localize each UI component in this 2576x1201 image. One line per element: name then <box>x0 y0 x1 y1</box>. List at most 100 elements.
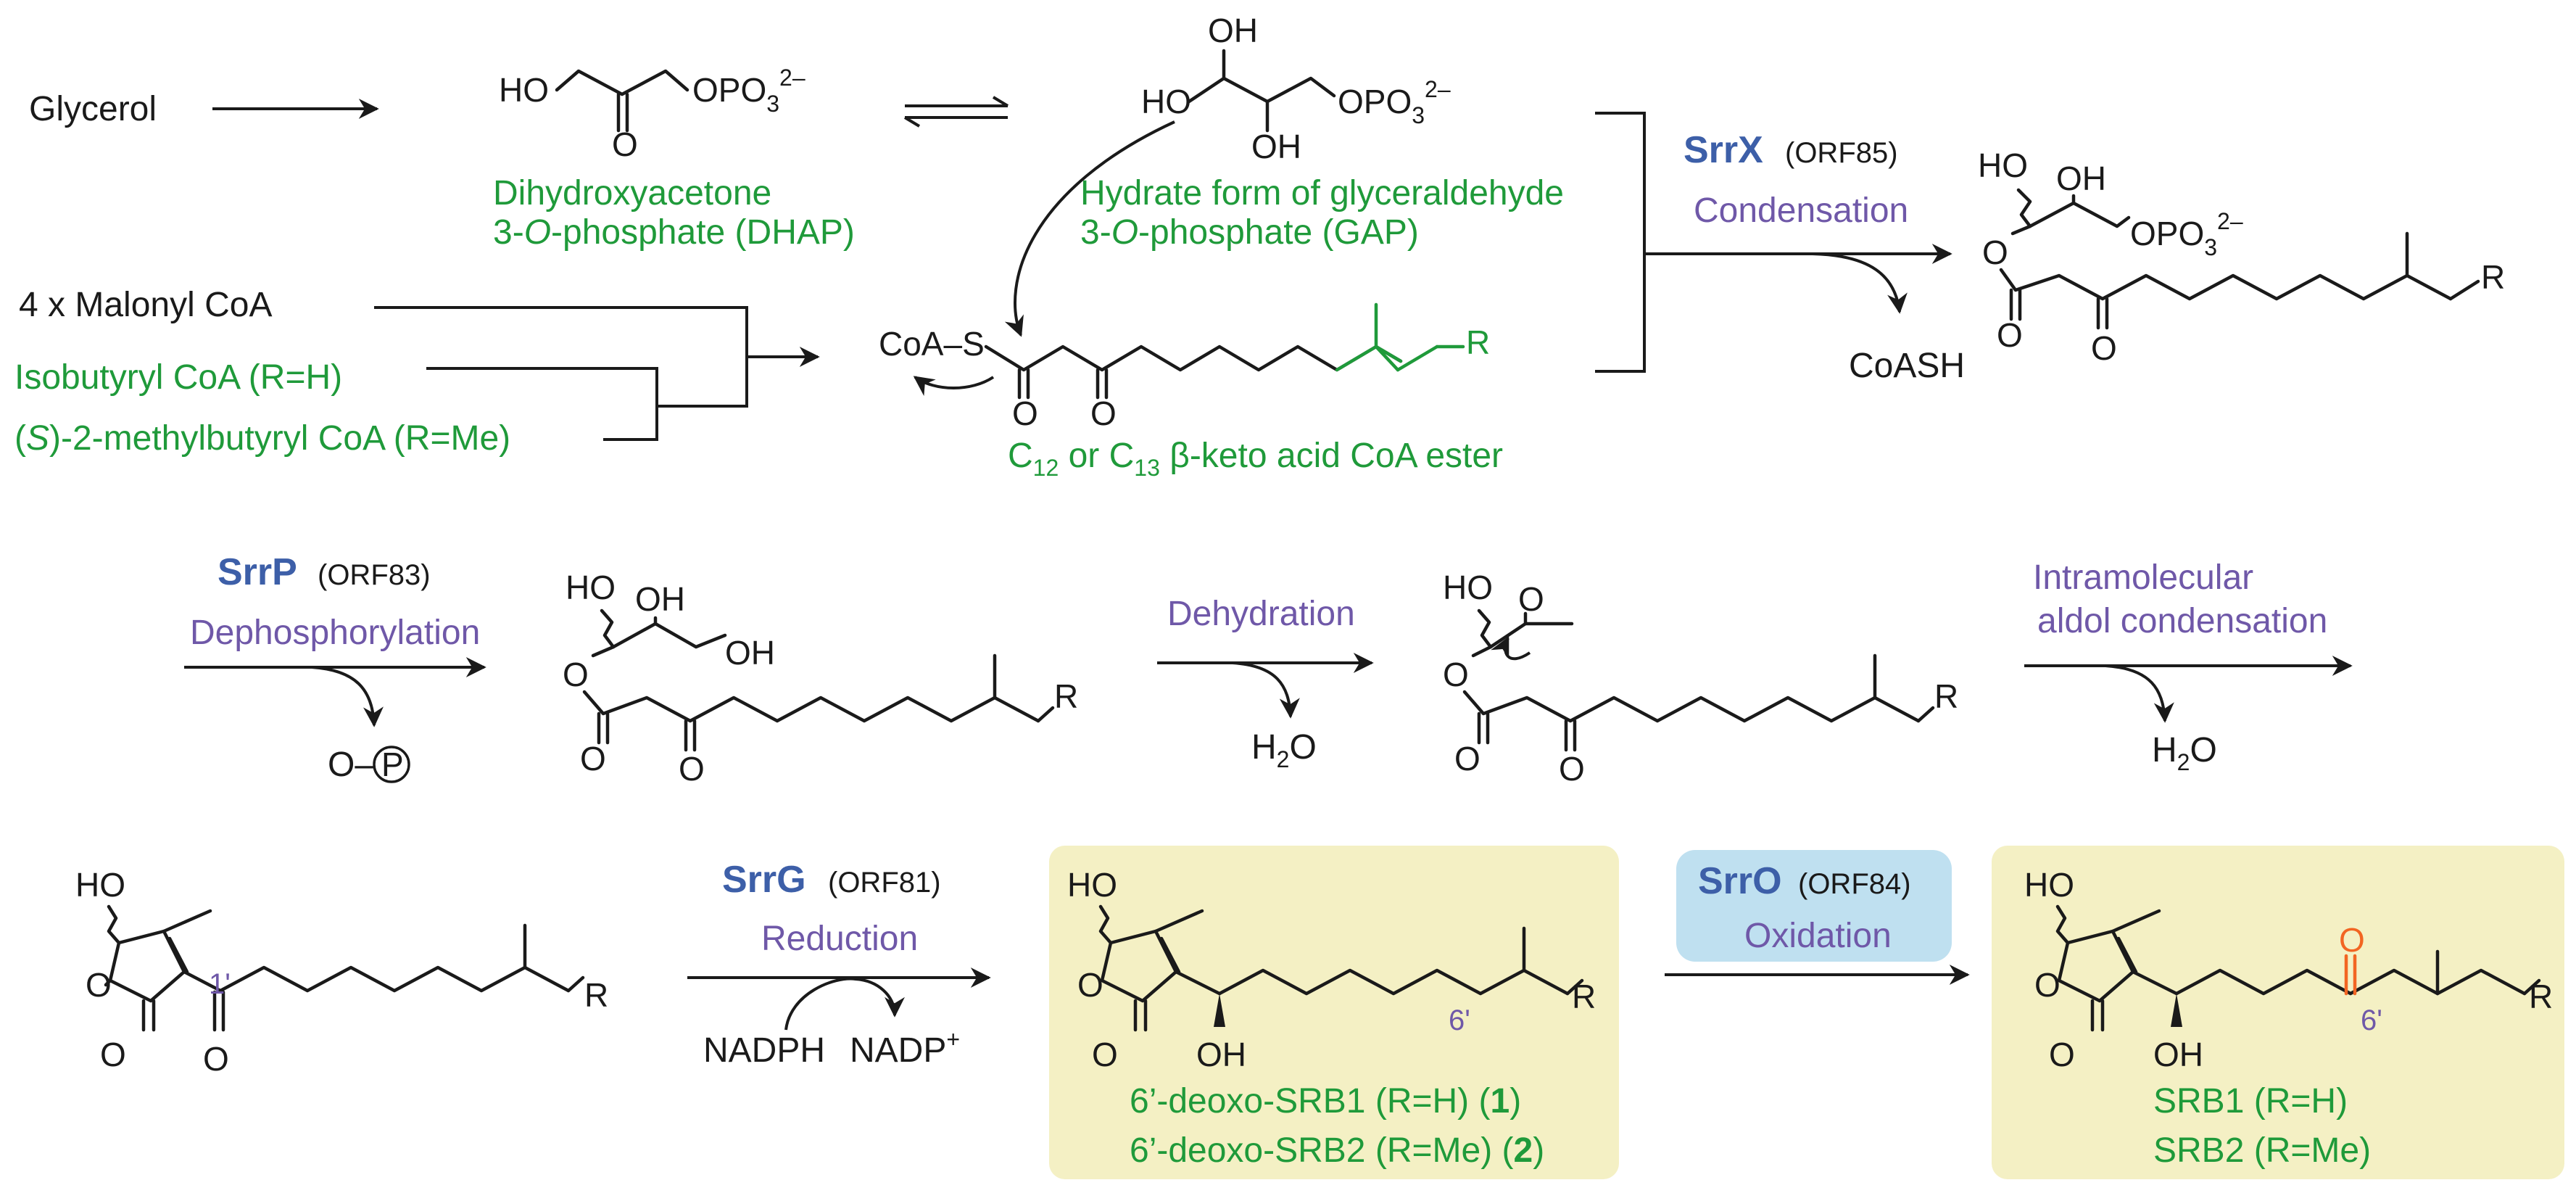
svg-text:O–: O– <box>328 746 374 784</box>
srrx-reaction: Condensation <box>1694 191 1908 230</box>
svg-text:OPO32–: OPO32– <box>692 65 805 117</box>
locant-1-prime: 1' <box>209 968 231 1000</box>
phosphate-byproduct: O– P <box>328 746 410 784</box>
condensation-product-structure: HO OH OPO32– O R O O <box>1978 146 2505 367</box>
svg-text:OH: OH <box>1208 12 1258 49</box>
coash-byproduct: CoASH <box>1849 347 1965 385</box>
beta-keto-coa-ester-structure: CoA–S R O O <box>879 302 1490 432</box>
srro-highlight-box <box>1676 850 1952 962</box>
svg-text:O: O <box>1454 740 1480 777</box>
svg-text:O: O <box>100 1036 126 1073</box>
srrx-orf: (ORF85) <box>1785 137 1898 169</box>
svg-text:OPO32–: OPO32– <box>1338 76 1451 128</box>
svg-text:R: R <box>1572 978 1596 1015</box>
svg-text:O: O <box>612 125 638 163</box>
srro-enzyme-name: SrrO <box>1698 860 1782 902</box>
svg-text:HO: HO <box>499 71 549 109</box>
svg-text:O: O <box>2034 966 2061 1004</box>
svg-text:HO: HO <box>1141 83 1191 120</box>
dhap-label-line2: 3-O-phosphate (DHAP) <box>493 213 855 252</box>
locant-6-prime-srb: 6' <box>2361 1004 2382 1036</box>
isobutyryl-coa-label: Isobutyryl CoA (R=H) <box>15 358 342 397</box>
gap-label-line1: Hydrate form of glyceraldehyde <box>1080 174 1564 212</box>
srro-reaction: Oxidation <box>1744 917 1892 955</box>
locant-6-prime-deoxo: 6' <box>1449 1004 1470 1036</box>
srrg-orf: (ORF81) <box>828 867 941 899</box>
gap-to-thioester-curved-arrow <box>1004 120 1175 337</box>
nadp-label: NADP+ <box>850 1026 960 1070</box>
dhap-structure: HO O OPO32– <box>499 65 805 163</box>
equilibrium-arrows <box>903 96 1009 128</box>
deoxo-srb-highlight-box <box>1049 846 1619 1179</box>
svg-text:O: O <box>1982 234 2008 271</box>
svg-text:O: O <box>563 656 589 693</box>
deoxo-srb2-label: 6’-deoxo-SRB2 (R=Me) (2) <box>1130 1131 1544 1170</box>
svg-text:O: O <box>1997 316 2023 354</box>
svg-text:HO: HO <box>2024 866 2074 904</box>
deoxo-srb-structure: HO O O OH R <box>1067 866 1596 1073</box>
gap-label-line2: 3-O-phosphate (GAP) <box>1080 213 1419 252</box>
aldol-reaction-line2: aldol condensation <box>2037 602 2327 640</box>
svg-text:OH: OH <box>1251 128 1301 165</box>
srrg-cofactor-arrow <box>784 977 905 1031</box>
water-byproduct-1: H2O <box>1251 728 1317 772</box>
dehydration-reaction: Dehydration <box>1167 595 1355 633</box>
srb2-label: SRB2 (R=Me) <box>2153 1131 2371 1170</box>
svg-text:P: P <box>381 746 404 783</box>
svg-text:HO: HO <box>566 569 616 606</box>
svg-text:R: R <box>584 976 608 1014</box>
svg-text:OPO32–: OPO32– <box>2130 208 2243 260</box>
srrg-reaction: Reduction <box>761 920 918 958</box>
svg-text:O: O <box>1077 966 1103 1004</box>
svg-text:O: O <box>2091 329 2117 367</box>
svg-text:O: O <box>679 750 705 788</box>
svg-text:O: O <box>1092 1036 1118 1073</box>
svg-text:O: O <box>580 740 606 777</box>
srrp-enzyme-name: SrrP <box>218 551 297 593</box>
srrp-reaction: Dephosphorylation <box>190 614 480 652</box>
svg-text:OH: OH <box>2153 1036 2203 1073</box>
svg-text:R: R <box>1466 323 1490 361</box>
svg-text:OH: OH <box>725 634 775 672</box>
svg-text:O: O <box>203 1040 229 1078</box>
stereo-wedge-2 <box>2171 994 2182 1027</box>
gap-hydrate-structure: OH HO OH OPO32– <box>1141 12 1451 165</box>
srrp-orf: (ORF83) <box>318 559 431 591</box>
svg-text:HO: HO <box>75 866 125 904</box>
aldol-reaction-line1: Intramolecular <box>2033 558 2253 597</box>
svg-text:R: R <box>2529 978 2553 1015</box>
svg-text:OH: OH <box>635 580 685 618</box>
svg-text:O: O <box>1012 395 1038 432</box>
srb-highlight-box <box>1992 846 2564 1179</box>
svg-text:R: R <box>1934 677 1958 715</box>
svg-text:O: O <box>1443 656 1469 693</box>
srb1-label: SRB1 (R=H) <box>2153 1082 2348 1120</box>
svg-text:OH: OH <box>2056 160 2106 197</box>
nadph-label: NADPH <box>703 1031 825 1070</box>
beta-keto-ester-label: C12 or C13 β-keto acid CoA ester <box>1008 437 1503 481</box>
srrp-side-arrow <box>311 666 384 727</box>
stereo-wedge-1 <box>1214 994 1225 1027</box>
svg-text:HO: HO <box>1978 146 2028 184</box>
svg-text:O: O <box>2339 921 2365 959</box>
svg-text:OH: OH <box>1196 1036 1246 1073</box>
malonyl-coa-label: 4 x Malonyl CoA <box>19 286 272 324</box>
enone-ester-structure: HO O O R O O <box>1443 569 1958 788</box>
svg-text:HO: HO <box>1443 569 1493 606</box>
srrg-enzyme-name: SrrG <box>722 859 806 901</box>
deoxo-srb1-label: 6’-deoxo-SRB1 (R=H) (1) <box>1130 1082 1521 1120</box>
starter-merge-lines <box>374 306 820 441</box>
svg-text:O: O <box>1090 395 1117 432</box>
srb-structure: HO O O OH O R <box>2024 866 2553 1073</box>
dhap-label-line1: Dihydroxyacetone <box>493 174 771 212</box>
svg-text:O: O <box>1559 750 1585 788</box>
svg-text:HO: HO <box>1067 866 1117 904</box>
svg-text:R: R <box>2481 258 2505 296</box>
svg-text:O: O <box>2049 1036 2075 1073</box>
dephosphorylated-ester-structure: HO OH OH O R O O <box>563 569 1078 788</box>
butenolide-ketone-structure: HO O O O R <box>75 866 608 1078</box>
srrx-bracket <box>1595 112 1952 373</box>
coa-release-curved-arrow <box>913 376 995 397</box>
dehydration-side-arrow <box>1232 661 1300 719</box>
